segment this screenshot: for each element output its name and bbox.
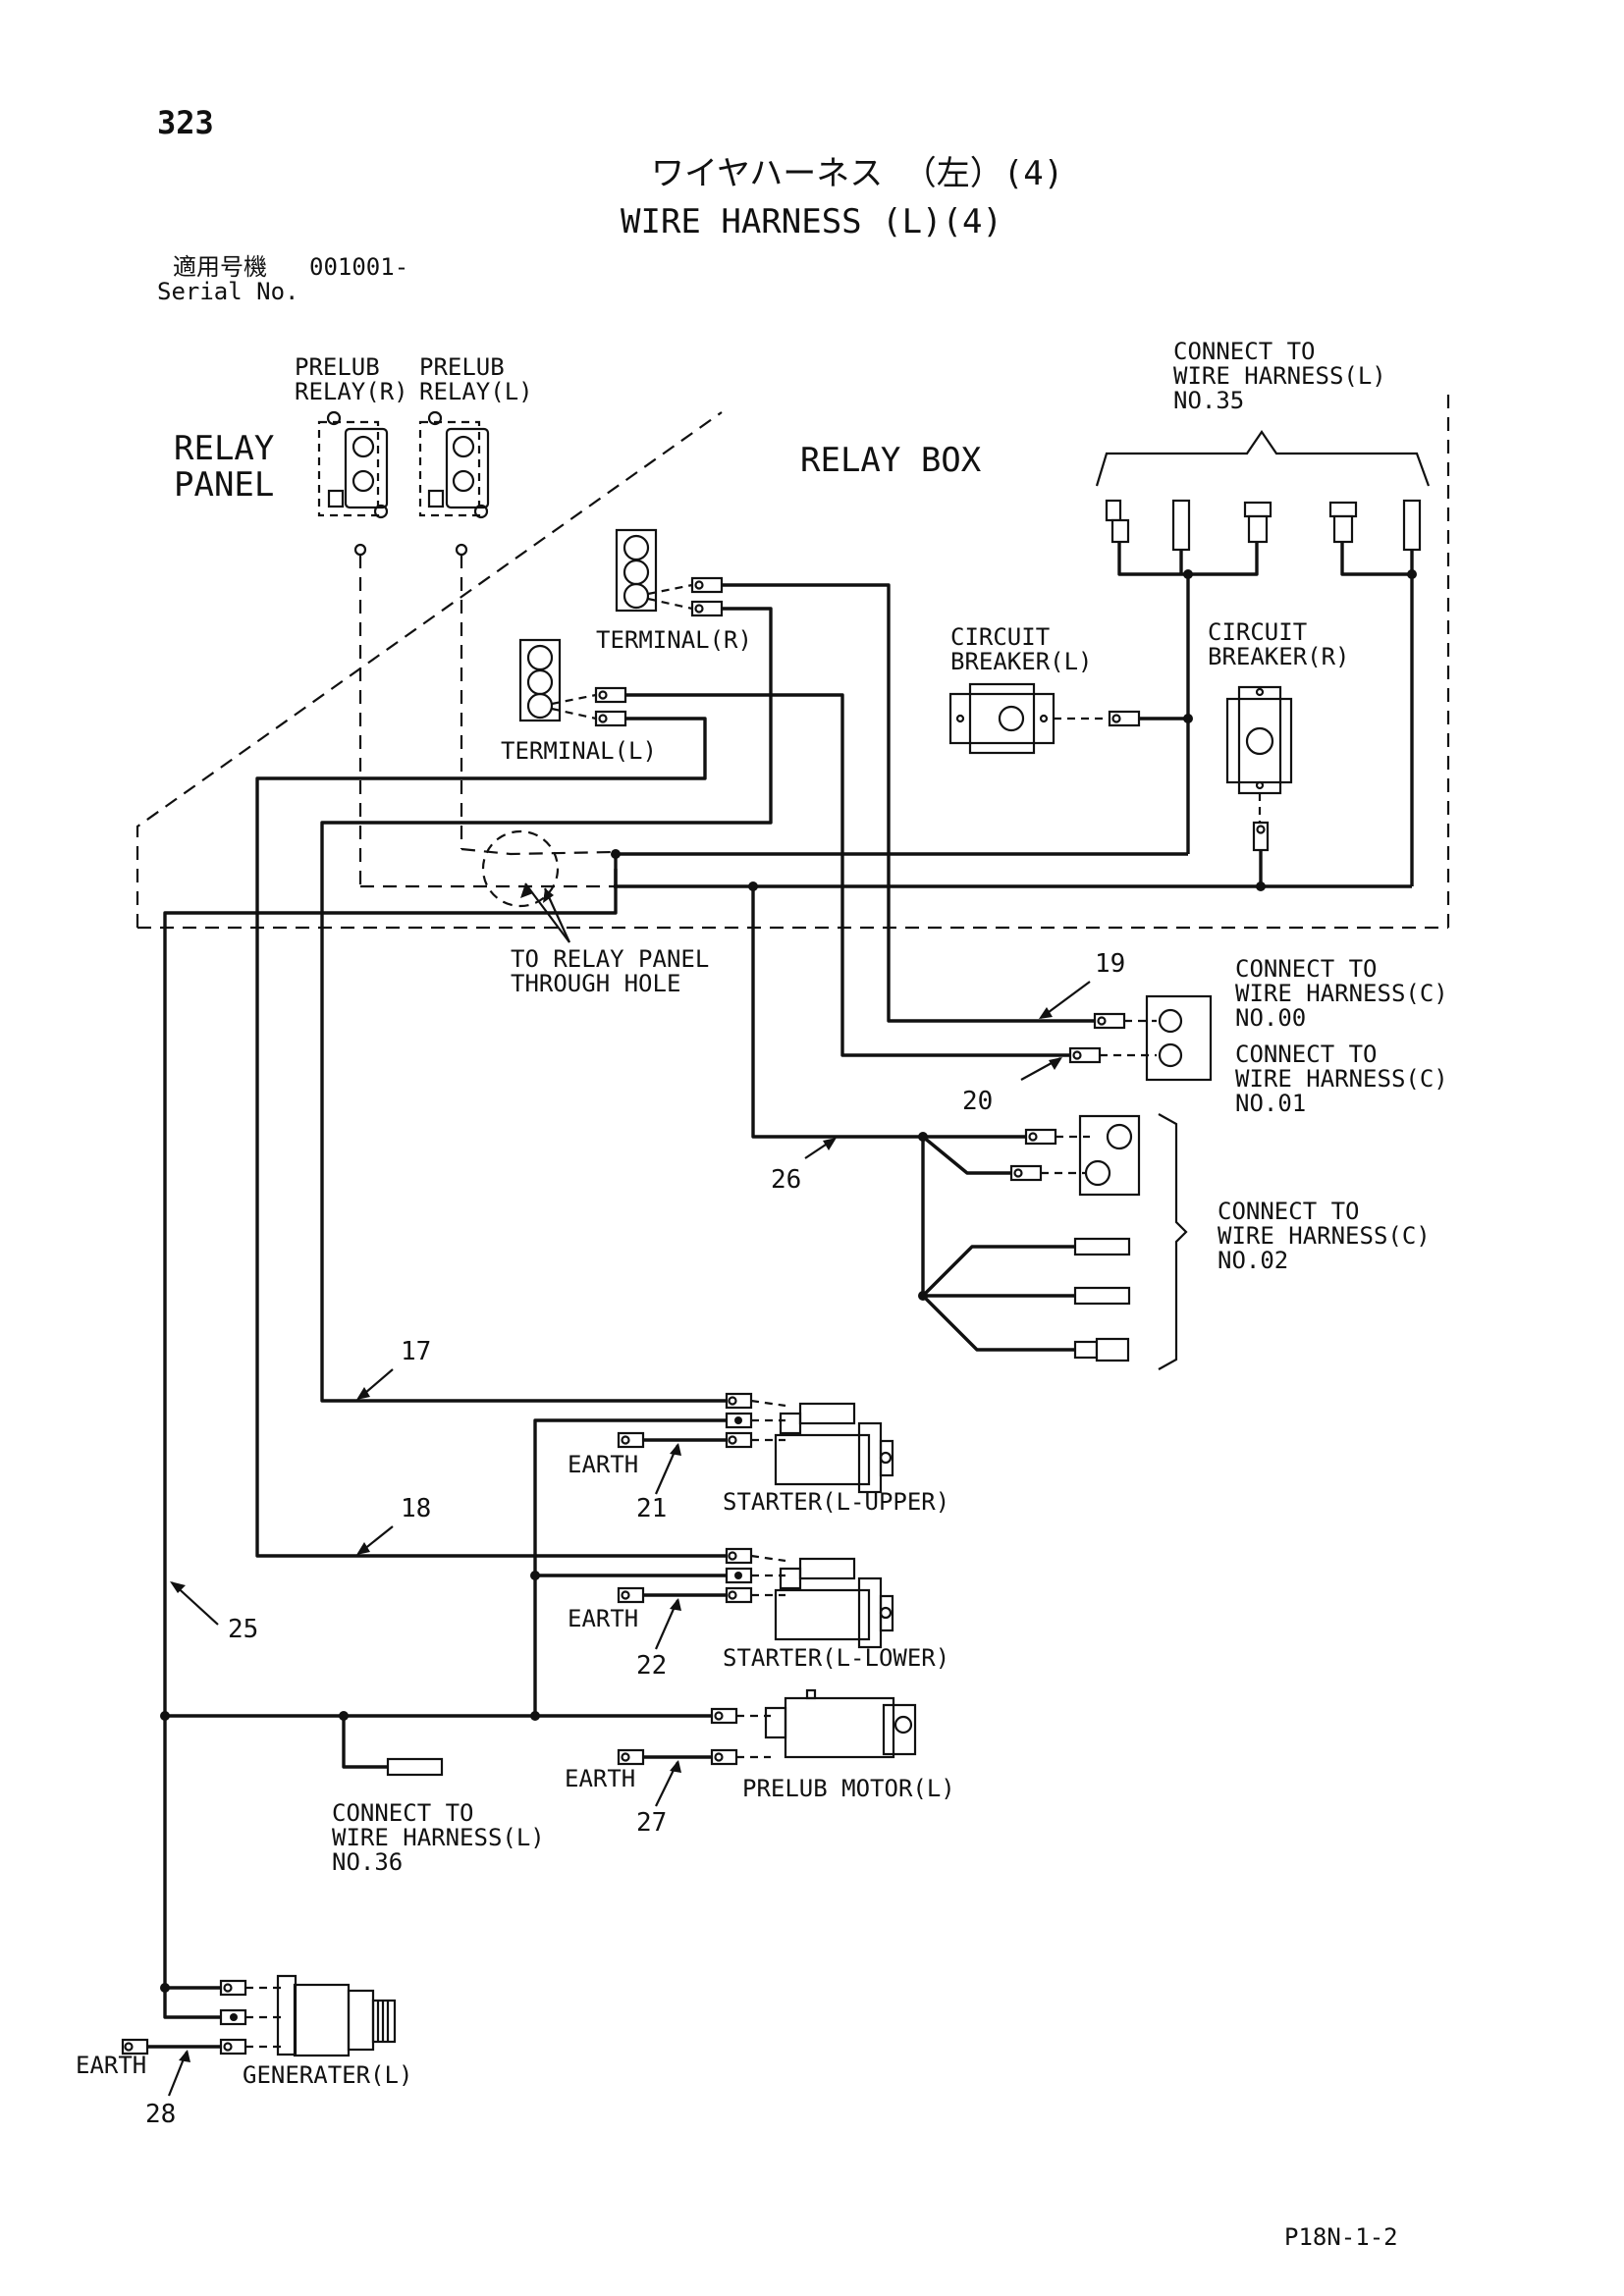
connect-c02-line1: CONNECT TO <box>1218 1198 1360 1225</box>
part-number-25: 25 <box>228 1615 258 1644</box>
connect-35-line3: NO.35 <box>1173 387 1244 414</box>
earth-label-generator: EARTH <box>76 2052 146 2079</box>
connect-36-line2: WIRE HARNESS(L) <box>332 1824 545 1851</box>
connect-c01-line3: NO.01 <box>1235 1090 1306 1117</box>
prelub-relay-l: PRELUB RELAY(L) <box>418 353 533 849</box>
connect-35-bracket <box>1095 430 1431 487</box>
prelub-relay-r-label-line1: PRELUB <box>295 353 380 381</box>
serial-label-japanese: 適用号機 <box>173 253 267 281</box>
terminal-l <box>518 638 627 727</box>
part-number-27: 27 <box>636 1808 667 1838</box>
through-hole-arrows <box>520 882 571 943</box>
prelub-relay-r-label-line2: RELAY(R) <box>295 378 408 405</box>
prelub-relay-l-label-line2: RELAY(L) <box>419 378 533 405</box>
part-number-26: 26 <box>771 1165 801 1195</box>
generator-label: GENERATER(L) <box>243 2061 412 2089</box>
earth-label-motor: EARTH <box>565 1765 635 1792</box>
relay-box-boundary <box>135 388 1450 930</box>
connect-35-line2: WIRE HARNESS(L) <box>1173 362 1386 390</box>
prelub-motor-label: PRELUB MOTOR(L) <box>742 1775 955 1802</box>
circuit-breaker-r <box>1225 685 1293 891</box>
circuit-breaker-r-line2: BREAKER(R) <box>1208 643 1350 670</box>
prelub-relay-l-label-line1: PRELUB <box>419 353 505 381</box>
starter-lower-assembly <box>617 1547 894 1649</box>
connect-36-line3: NO.36 <box>332 1848 403 1876</box>
connect-c00-line3: NO.00 <box>1235 1004 1306 1032</box>
connect-35-line1: CONNECT TO <box>1173 338 1316 365</box>
earth-label-lower: EARTH <box>568 1605 638 1632</box>
connect-c01-line2: WIRE HARNESS(C) <box>1235 1065 1448 1093</box>
connect-c00-line2: WIRE HARNESS(C) <box>1235 980 1448 1007</box>
connect-c00-line1: CONNECT TO <box>1235 955 1378 983</box>
document-code: P18N-1-2 <box>1284 2223 1398 2251</box>
connect-c02-line3: NO.02 <box>1218 1247 1288 1274</box>
generator-assembly <box>121 1974 397 2057</box>
circuit-breaker-l-line1: CIRCUIT <box>950 623 1050 651</box>
earth-label-upper: EARTH <box>568 1451 638 1478</box>
through-hole-line2: THROUGH HOLE <box>511 970 680 997</box>
connect-35-connectors <box>1105 499 1422 552</box>
page-number: 323 <box>157 104 214 141</box>
harness-wires-relay-box <box>163 583 1412 1716</box>
through-hole-line1: TO RELAY PANEL <box>511 945 709 973</box>
relay-panel-label-line1: RELAY <box>174 429 274 468</box>
connect-c02-line2: WIRE HARNESS(C) <box>1218 1222 1431 1250</box>
harness-26-branch <box>918 1113 1188 1370</box>
serial-number-value: 001001- <box>309 253 408 281</box>
connector-c00-c01 <box>1068 994 1213 1082</box>
part-number-17: 17 <box>401 1337 431 1366</box>
part-number-28: 28 <box>145 2100 176 2129</box>
terminal-r-label: TERMINAL(R) <box>596 626 752 654</box>
harness-25-bus <box>160 1418 727 2019</box>
part-number-20: 20 <box>962 1087 993 1116</box>
starter-lower-label: STARTER(L-LOWER) <box>723 1644 949 1672</box>
terminal-r <box>615 528 724 617</box>
starter-upper-assembly <box>617 1392 894 1494</box>
circuit-breaker-r-line1: CIRCUIT <box>1208 618 1307 646</box>
terminal-l-label: TERMINAL(L) <box>501 737 657 765</box>
relay-panel-label-line2: PANEL <box>174 465 274 505</box>
serial-label-english: Serial No. <box>157 278 299 305</box>
part-number-19: 19 <box>1095 949 1125 979</box>
part-callout-arrows <box>167 981 1091 2097</box>
starter-upper-label: STARTER(L-UPPER) <box>723 1488 949 1516</box>
title-english: WIRE HARNESS (L)(4) <box>621 202 1002 241</box>
relay-box-label: RELAY BOX <box>800 441 982 480</box>
prelub-relay-r: PRELUB RELAY(R) <box>295 353 408 886</box>
part-number-21: 21 <box>636 1494 667 1523</box>
title-japanese: ワイヤハーネス （左）(4) <box>651 154 1063 193</box>
circuit-breaker-l-line2: BREAKER(L) <box>950 648 1093 675</box>
connect-c01-line1: CONNECT TO <box>1235 1041 1378 1068</box>
circuit-breaker-l <box>948 682 1193 755</box>
relay-dashed-links <box>360 829 615 908</box>
prelub-motor-assembly <box>617 1688 917 1766</box>
part-number-18: 18 <box>401 1494 431 1523</box>
connect-36-line1: CONNECT TO <box>332 1799 474 1827</box>
part-number-22: 22 <box>636 1651 667 1681</box>
connect-35-wires <box>1117 542 1417 886</box>
